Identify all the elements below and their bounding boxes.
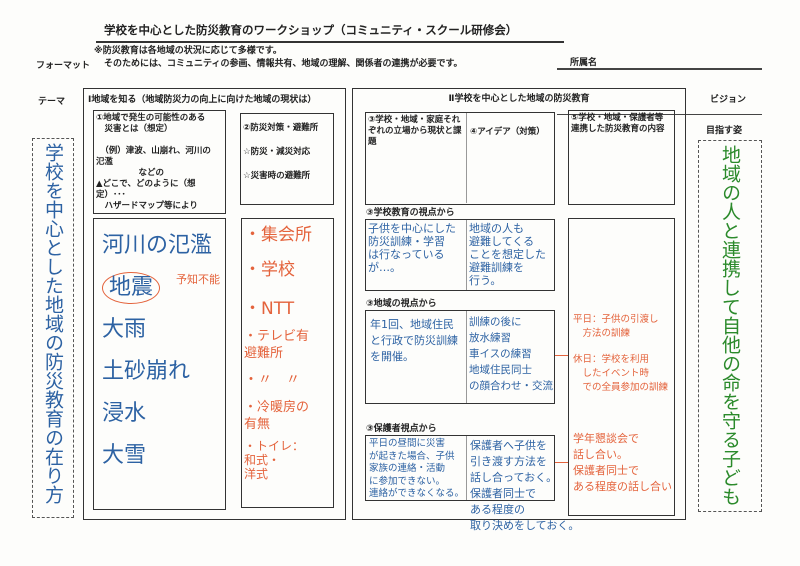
shelters-answer-box[interactable]: ・集会所 ・学校 ・NTT ・テレビ有 避難所 ・〃 〃 ・冷暖房の 有無 ・ト… — [241, 218, 334, 508]
q2-box: ②防災対策・避難所 ☆防災・減災対応 ☆災害時の避難所 — [240, 113, 334, 205]
goal-label: 目指す姿 — [706, 126, 743, 136]
parent-perspective-box[interactable]: 平日の昼間に災害 が起きた場合、子供 家族の連絡・活動 に参加できない。 連絡が… — [365, 435, 579, 532]
hazard-item: 大雨 — [102, 317, 147, 342]
section-know-area — [83, 88, 346, 520]
arrow-icon — [555, 462, 568, 463]
school-issue: 子供を中心にした 防災訓練・学習 は行なっているが…。 — [368, 222, 456, 274]
vision-label: ビジョン — [710, 95, 747, 105]
q5-box: ⑤学校・地域・保護者等連携した防災教育の内容 — [568, 110, 675, 205]
theme-text: 学校を中心とした地域の防災教育の在り方 — [42, 143, 64, 504]
vision-box: 地域の人と連携して自他の命を守る子ども — [698, 140, 762, 512]
affiliation-label: 所属名 — [570, 58, 598, 68]
divider — [466, 220, 467, 290]
content-pta: 学年懇談会で 話し合い。 保護者同士で ある程度の話し合い — [573, 432, 672, 493]
hazard-item: 河川の氾濫 — [102, 233, 213, 258]
shelter-item: ・〃 〃 — [244, 372, 300, 388]
hazard-list: 河川の氾濫 地震 大雨 土砂崩れ 浸水 大雪 — [102, 225, 212, 477]
q5-prompt: ⑤学校・地域・保護者等連携した防災教育の内容 — [571, 113, 665, 134]
shelter-item: ・集会所 — [244, 225, 312, 245]
vision-text: 地域の人と連携して自他の命を守る子ども — [719, 145, 741, 506]
q3-q4-box: ③学校・地域・家庭それぞれの立場から現状と課題 ④アイデア（対策） — [365, 112, 555, 205]
hazard-item: 土砂崩れ — [102, 359, 191, 384]
q1-prompt: ①地域で発生の可能性のある 災害とは（想定） （例）津波、山崩れ、河川の 氾濫 … — [96, 113, 211, 211]
hazard-item: 地震 — [102, 272, 161, 304]
community-perspective-box[interactable]: 年1回、地域住民 と行政で防災訓練 を開催。 訓練の後に 放水練習 車イスの練習… — [365, 310, 555, 404]
theme-box: 学校を中心とした地域の防災教育の在り方 — [32, 138, 74, 518]
q4-prompt: ④アイデア（対策） — [470, 127, 545, 137]
school-idea: 地域の人も 避難してくる ことを想定した 避難訓練を 行う。 — [469, 222, 546, 287]
hazards-answer-box[interactable]: 河川の氾濫 地震 大雨 土砂崩れ 浸水 大雪 予知不能 — [93, 218, 226, 510]
shelter-list: ・集会所 ・学校 ・NTT ・テレビ有 避難所 ・〃 〃 ・冷暖房の 有無 ・ト… — [244, 225, 312, 481]
joint-content-box[interactable]: 平日：子供の引渡し 方法の訓練 休日：学校を利用 したイベント時 での全員参加の… — [568, 218, 675, 516]
school-perspective-box[interactable]: 子供を中心にした 防災訓練・学習 は行なっているが…。 地域の人も 避難してくる… — [365, 219, 555, 291]
parent-perspective-label: ③保護者視点から — [366, 424, 437, 434]
content-weekday: 平日：子供の引渡し 方法の訓練 — [573, 314, 659, 339]
shelter-item: ・冷暖房の 有無 — [244, 400, 310, 432]
format-label: フォーマット — [36, 61, 91, 71]
shelter-item: ・NTT — [244, 299, 295, 319]
content-holiday: 休日：学校を利用 したイベント時 での全員参加の訓練 — [573, 354, 669, 393]
divider — [557, 114, 762, 115]
q1-box: ①地域で発生の可能性のある 災害とは（想定） （例）津波、山崩れ、河川の 氾濫 … — [93, 110, 226, 214]
section1-header: Ⅰ地域を知る（地域防災力の向上に向けた地域の現状は） — [88, 95, 317, 105]
arrow-icon — [555, 355, 568, 356]
hazard-item: 浸水 — [102, 401, 147, 426]
hazard-note: 予知不能 — [176, 273, 220, 286]
school-perspective-label: ③学校教育の視点から — [366, 208, 455, 218]
worksheet-title: 学校を中心とした防災教育のワークショップ（コミュニティ・スクール研修会） — [96, 22, 564, 43]
q3-prompt: ③学校・地域・家庭それぞれの立場から現状と課題 — [368, 115, 462, 147]
parent-idea: 保護者へ子供を 引き渡す方法を 話し合っておく。 保護者同士で ある程度の 取り… — [470, 439, 580, 532]
divider — [466, 113, 467, 203]
parent-issue: 平日の昼間に災害 が起きた場合、子供 家族の連絡・活動 に参加できない。 連絡が… — [369, 438, 465, 499]
shelter-item: ・学校 — [244, 260, 295, 280]
note-line-1: ※防災教育は各地域の状況に応じて多様です。 — [94, 46, 282, 56]
q2-prompt: ②防災対策・避難所 ☆防災・減災対応 ☆災害時の避難所 — [243, 123, 319, 181]
community-idea: 訓練の後に 放水練習 車イスの練習 地域住民同士 の顔合わせ・交流 — [469, 316, 553, 392]
divider — [466, 311, 467, 403]
theme-label: テーマ — [38, 97, 66, 107]
community-issue: 年1回、地域住民 と行政で防災訓練 を開催。 — [370, 318, 458, 363]
shelter-item: ・テレビ有 避難所 — [244, 329, 310, 361]
divider — [466, 436, 467, 500]
section2-header: Ⅱ学校を中心とした地域の防災教育 — [448, 94, 590, 104]
hazard-item: 大雪 — [102, 443, 147, 468]
community-perspective-label: ③地域の視点から — [366, 299, 437, 309]
section-school-disaster-education — [352, 88, 686, 520]
note-line-2: そのためには、コミュニティの参画、情報共有、地域の理解、関係者の連携が必要です。 — [104, 59, 463, 69]
divider — [557, 68, 762, 70]
shelter-item: ・トイレ： 和式・ 洋式 — [244, 439, 305, 481]
